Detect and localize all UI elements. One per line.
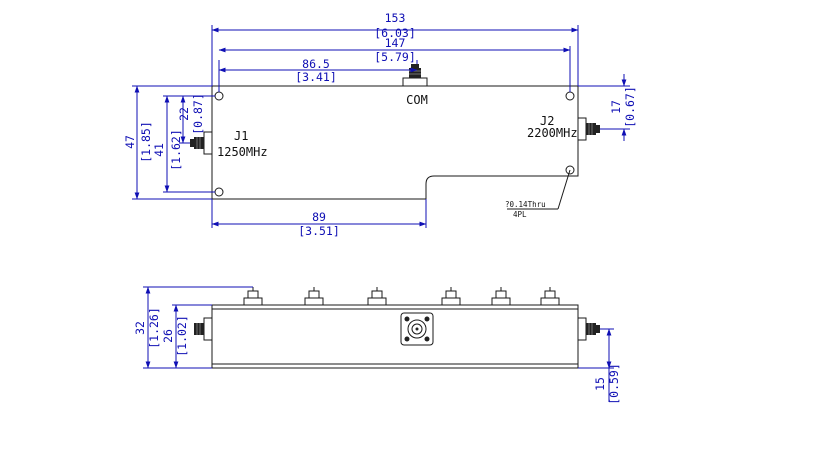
com-flange-connector xyxy=(400,312,434,346)
svg-text:[3.51]: [3.51] xyxy=(298,224,340,238)
svg-text:89: 89 xyxy=(312,210,326,224)
dim-side-connector-offset: 15 [0.59] xyxy=(593,328,621,405)
dim-j2-offset: 17 [0.67] xyxy=(609,74,637,141)
com-connector xyxy=(402,64,428,87)
side-right-connector xyxy=(577,317,600,341)
dim-com-offset: 86.5 [3.41] xyxy=(218,57,418,84)
svg-text:[5.79]: [5.79] xyxy=(374,50,416,64)
svg-text:86.5: 86.5 xyxy=(302,57,330,71)
dim-step-width: 89 [3.51] xyxy=(211,210,427,238)
svg-text:153: 153 xyxy=(385,11,406,25)
hole-callout: ?0.14Thru 4PL xyxy=(505,169,571,219)
top-extension-lines xyxy=(132,25,630,228)
mounting-hole-bottom-right xyxy=(565,165,575,175)
side-view: 32 [1.26] 26 [1.02] 15 [0.59] xyxy=(133,286,621,405)
side-view-body xyxy=(211,304,579,369)
tuning-screw-1 xyxy=(243,287,263,306)
svg-text:[6.03]: [6.03] xyxy=(374,26,416,40)
mounting-hole-top-left xyxy=(214,91,224,101)
j1-name-label: J1 xyxy=(234,129,248,143)
tuning-screw-3 xyxy=(367,287,387,306)
hole-note-line2: 4PL xyxy=(513,210,527,219)
dim-j1-offset: 22 [0.87] xyxy=(177,93,205,144)
svg-text:[0.67]: [0.67] xyxy=(623,86,637,128)
dim-side-body-height: 26 [1.02] xyxy=(161,304,189,369)
svg-text:41: 41 xyxy=(152,143,166,157)
tuning-screw-2 xyxy=(304,287,324,306)
svg-text:[1.02]: [1.02] xyxy=(175,315,189,357)
j2-frequency-label: 2200MHz xyxy=(527,126,578,140)
svg-text:[1.85]: [1.85] xyxy=(139,121,153,163)
svg-text:147: 147 xyxy=(385,36,406,50)
tuning-screw-4 xyxy=(441,287,461,306)
svg-text:[1.26]: [1.26] xyxy=(147,307,161,349)
j1-connector xyxy=(190,131,213,155)
side-left-connector xyxy=(194,317,213,341)
tuning-screw-5 xyxy=(491,287,511,306)
com-label: COM xyxy=(406,93,428,107)
mounting-hole-bottom-left xyxy=(214,187,224,197)
tuning-screw-6 xyxy=(540,287,560,306)
svg-text:32: 32 xyxy=(133,321,147,335)
side-extension-lines xyxy=(143,286,614,369)
dim-hole-spacing: 147 [5.79] xyxy=(218,36,571,64)
dim-hole-vertical: 41 [1.62] xyxy=(152,95,183,193)
hole-note-line1: ?0.14Thru xyxy=(505,200,546,209)
dim-overall-height: 47 [1.85] xyxy=(123,85,153,200)
svg-text:15: 15 xyxy=(593,377,607,391)
svg-text:[3.41]: [3.41] xyxy=(295,70,337,84)
dim-side-overall-height: 32 [1.26] xyxy=(133,286,161,369)
svg-text:22: 22 xyxy=(177,107,191,121)
j1-frequency-label: 1250MHz xyxy=(217,145,268,159)
j2-name-label: J2 xyxy=(540,114,554,128)
top-view-body-outline xyxy=(211,85,579,200)
svg-text:17: 17 xyxy=(609,100,623,114)
j2-connector xyxy=(577,117,600,141)
svg-text:[0.87]: [0.87] xyxy=(191,93,205,135)
svg-text:47: 47 xyxy=(123,135,137,149)
svg-text:[1.62]: [1.62] xyxy=(169,129,183,171)
svg-text:[0.59]: [0.59] xyxy=(607,363,621,405)
mounting-hole-top-right xyxy=(565,91,575,101)
dim-overall-width: 153 [6.03] xyxy=(211,11,579,40)
top-view: COM J1 1250MHz J2 2200MHz ?0.14Thru 4PL xyxy=(123,11,637,238)
svg-text:26: 26 xyxy=(161,329,175,343)
